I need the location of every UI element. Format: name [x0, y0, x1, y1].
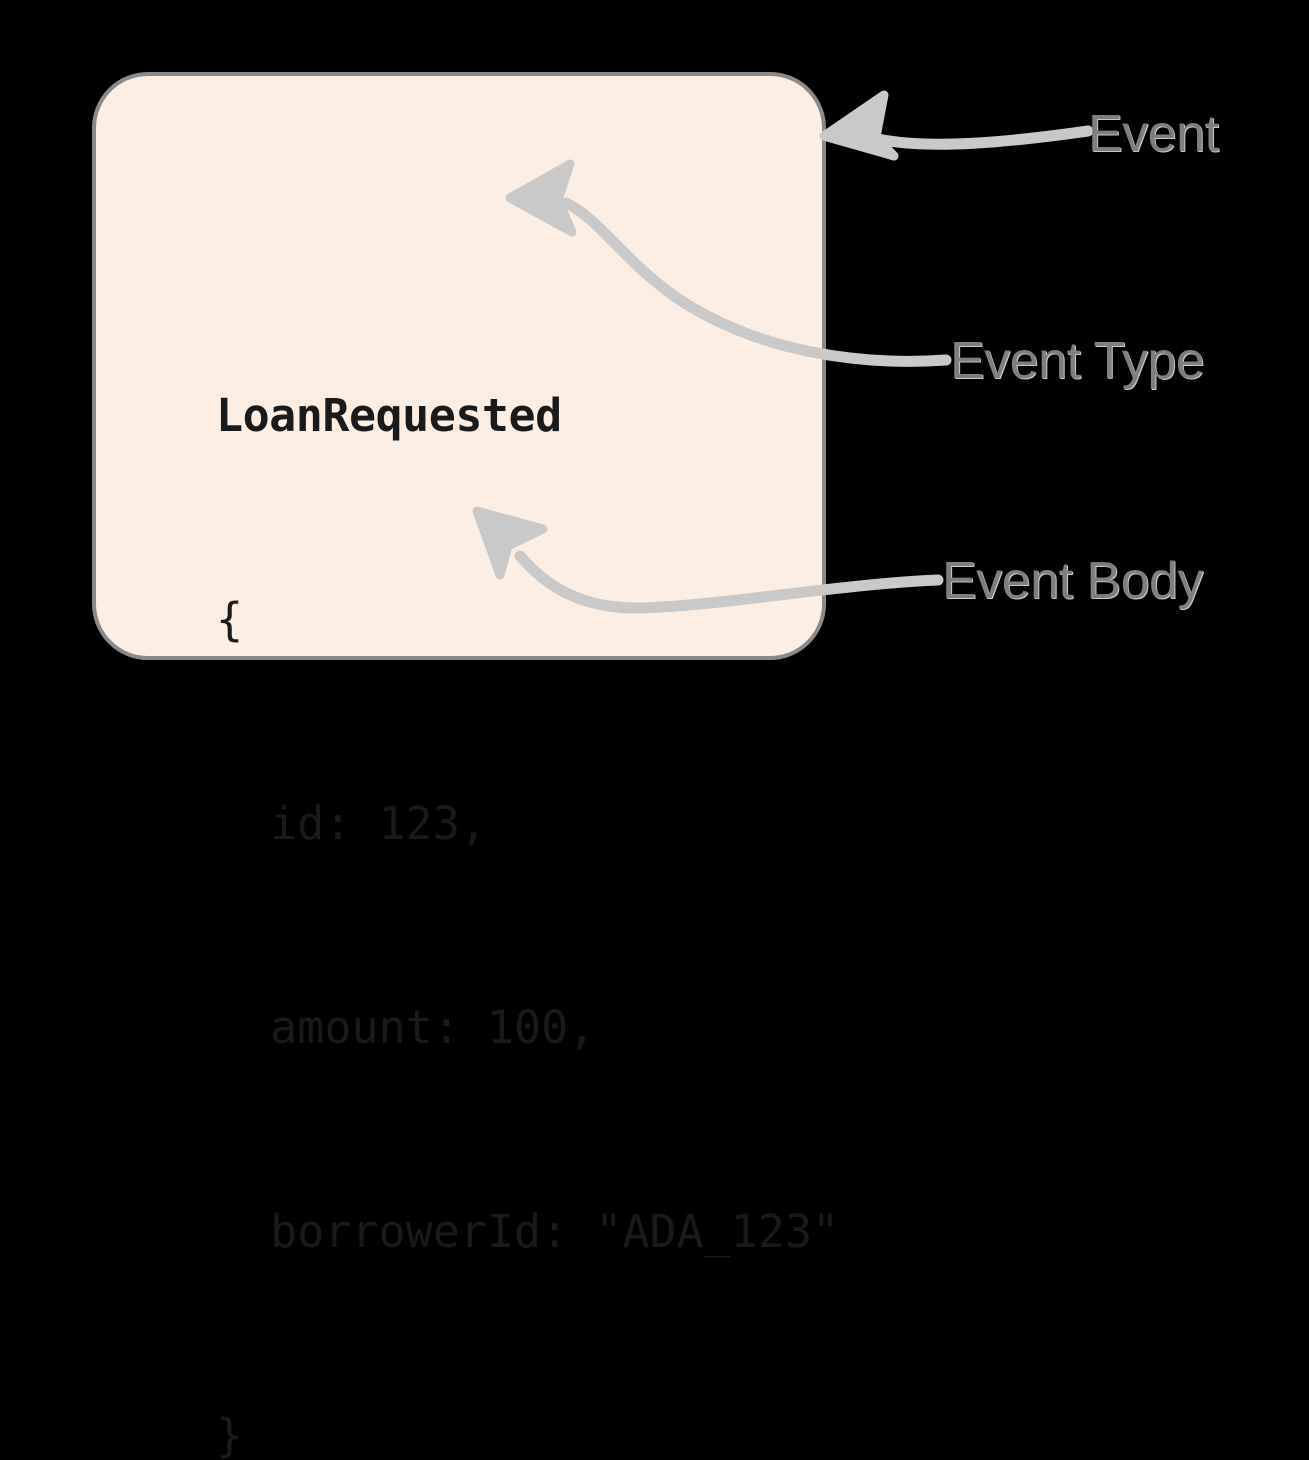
code-line-event-type: LoanRequested — [216, 389, 562, 442]
annotation-label-event-body: Event Body — [942, 552, 1203, 610]
annotation-label-event-type: Event Type — [950, 332, 1205, 390]
code-line-borrower-id: borrowerId: "ADA_123" — [216, 1205, 840, 1258]
diagram-canvas: LoanRequested { id: 123, amount: 100, bo… — [92, 72, 1219, 1460]
annotation-arrows-layer — [472, 90, 1094, 614]
annotation-label-event: Event — [1088, 105, 1219, 163]
annotation-arrow-event — [819, 90, 1094, 161]
code-line-amount: amount: 100, — [216, 1001, 596, 1054]
code-line-close-brace: } — [216, 1409, 244, 1460]
code-line-id: id: 123, — [216, 797, 487, 850]
code-line-open-brace: { — [216, 593, 244, 646]
annotation-arrow-event-type — [505, 159, 952, 367]
annotation-arrow-event-body — [472, 506, 944, 614]
